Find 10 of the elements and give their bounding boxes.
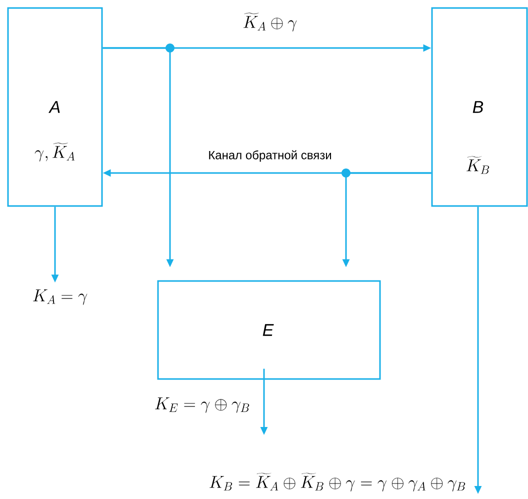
edge-label: $\widetilde{K}_A \oplus \gamma$ bbox=[242, 12, 298, 32]
edge-label: Канал обратной связи bbox=[207, 149, 333, 163]
box-label: $\gamma, \widetilde{K}_A$ bbox=[34, 142, 75, 162]
box-label: A bbox=[48, 101, 60, 113]
box-label: E bbox=[262, 324, 274, 336]
edge-label: $K_E = \gamma \oplus \gamma_B$ bbox=[153, 396, 252, 414]
edge-label: $K_B = \widetilde{K}_A \oplus \widetilde{K}_B \oplus \gamma = \gamma \oplus \gamma_A \oplus \gamma_B$ bbox=[208, 472, 468, 492]
formula-label: $K_A = \gamma$ bbox=[33, 289, 88, 305]
box-label: B bbox=[472, 101, 484, 113]
box-label: $\widetilde{K}_B$ bbox=[466, 156, 490, 174]
